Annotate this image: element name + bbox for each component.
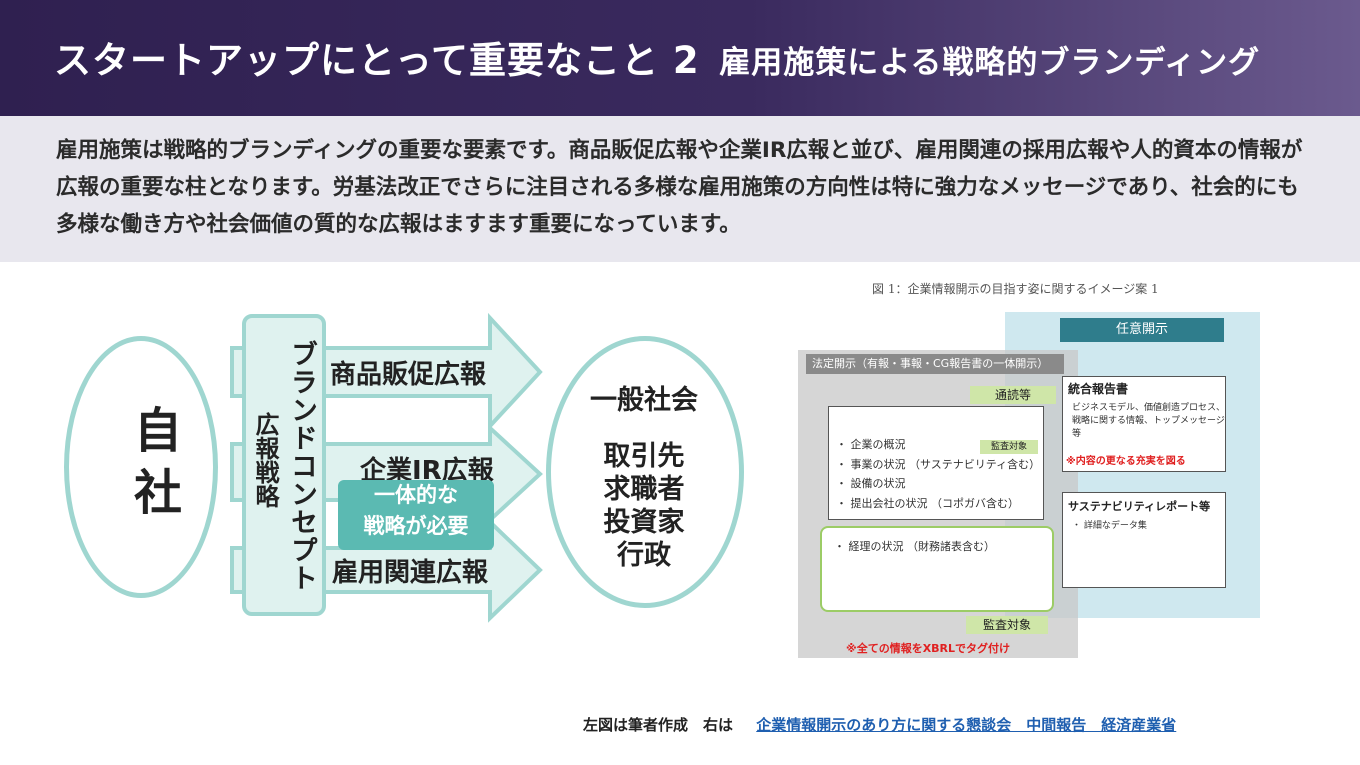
statutory-item: ・ 企業の概況 bbox=[836, 438, 906, 451]
disclosure-reference-figure: 図 1：企業情報開示の目指す姿に関するイメージ案 1 任意開示 法定開示（有報・… bbox=[790, 270, 1270, 670]
intro-panel: 雇用施策は戦略的ブランディングの重要な要素です。商品販促広報や企業IR広報と並び… bbox=[0, 116, 1360, 262]
badge-line1: 一体的な bbox=[374, 483, 458, 507]
footer-credit: 左図は筆者作成 右は 企業情報開示のあり方に関する懇談会 中間報告 経済産業省 bbox=[583, 714, 1176, 735]
accounting-item: ・ 経理の状況 （財務諸表含む） bbox=[834, 540, 995, 553]
audience-item: 取引先 bbox=[603, 441, 685, 472]
integrated-report-line: 戦略に関する情報、トップメッセージ bbox=[1072, 416, 1225, 426]
voluntary-header: 任意開示 bbox=[1060, 318, 1224, 342]
concept-bar bbox=[242, 314, 326, 616]
audit-target-label: 監査対象 bbox=[966, 616, 1048, 634]
arrow-label-product-pr: 商品販促広報 bbox=[330, 360, 487, 390]
sustainability-item: ・ 詳細なデータ集 bbox=[1072, 521, 1147, 531]
sustainability-card bbox=[1062, 492, 1226, 588]
accounting-document bbox=[820, 526, 1054, 612]
statutory-item: ・ 提出会社の状況 （コポガバ含む） bbox=[836, 497, 1019, 510]
integrated-report-card bbox=[1062, 376, 1226, 472]
title-main: スタートアップにとって重要なこと 2 bbox=[54, 39, 700, 82]
audit-target-tag: 監査対象 bbox=[980, 440, 1038, 454]
arrow-label-employment-pr: 雇用関連広報 bbox=[332, 558, 489, 588]
integrated-report-line: 等 bbox=[1072, 429, 1082, 439]
statutory-header: 法定開示（有報・事報・CG報告書の一体開示） bbox=[806, 354, 1064, 374]
integrated-strategy-badge: 一体的な 戦略が必要 bbox=[338, 480, 494, 550]
page-title: スタートアップにとって重要なこと 2 雇用施策による戦略的ブランディング bbox=[54, 30, 1260, 84]
sustainability-title: サステナビリティレポート等 bbox=[1068, 500, 1211, 513]
company-oval bbox=[64, 336, 218, 598]
statutory-item: ・ 設備の状況 bbox=[836, 477, 906, 490]
xbrl-note: ※全ての情報をXBRLでタグ付け bbox=[846, 642, 1011, 655]
statutory-item: ・ 事業の状況 （サステナビリティ含む） bbox=[836, 458, 1041, 471]
credit-text: 左図は筆者作成 右は bbox=[583, 716, 734, 734]
society-title: 一般社会 bbox=[590, 385, 698, 416]
title-bar: スタートアップにとって重要なこと 2 雇用施策による戦略的ブランディング bbox=[0, 0, 1360, 116]
figure-caption: 図 1：企業情報開示の目指す姿に関するイメージ案 1 bbox=[872, 282, 1159, 296]
brand-concept-label: ブランドコンセプト bbox=[286, 340, 317, 592]
title-sub: 雇用施策による戦略的ブランディング bbox=[719, 45, 1261, 81]
statutory-document bbox=[828, 406, 1044, 520]
audience-item: 投資家 bbox=[603, 507, 685, 538]
integrated-report-note: ※内容の更なる充実を図る bbox=[1066, 456, 1186, 467]
audience-item: 行政 bbox=[617, 540, 671, 571]
audience-item: 求職者 bbox=[603, 474, 685, 505]
branding-diagram: 自社 ブランドコンセプト 広報戦略 商品販促広報 企業IR広報 雇用関連広報 一… bbox=[0, 300, 760, 630]
society-oval bbox=[546, 336, 744, 608]
company-label: 自社 bbox=[125, 405, 181, 529]
source-link[interactable]: 企業情報開示のあり方に関する懇談会 中間報告 経済産業省 bbox=[756, 716, 1177, 734]
pr-strategy-label: 広報戦略 bbox=[251, 412, 279, 508]
integrated-report-title: 統合報告書 bbox=[1068, 382, 1129, 396]
badge-line2: 戦略が必要 bbox=[363, 514, 469, 538]
tsudoku-label: 通読等 bbox=[970, 386, 1056, 404]
intro-text: 雇用施策は戦略的ブランディングの重要な要素です。商品販促広報や企業IR広報と並び… bbox=[56, 138, 1303, 237]
integrated-report-line: ビジネスモデル、価値創造プロセス、 bbox=[1072, 403, 1226, 413]
